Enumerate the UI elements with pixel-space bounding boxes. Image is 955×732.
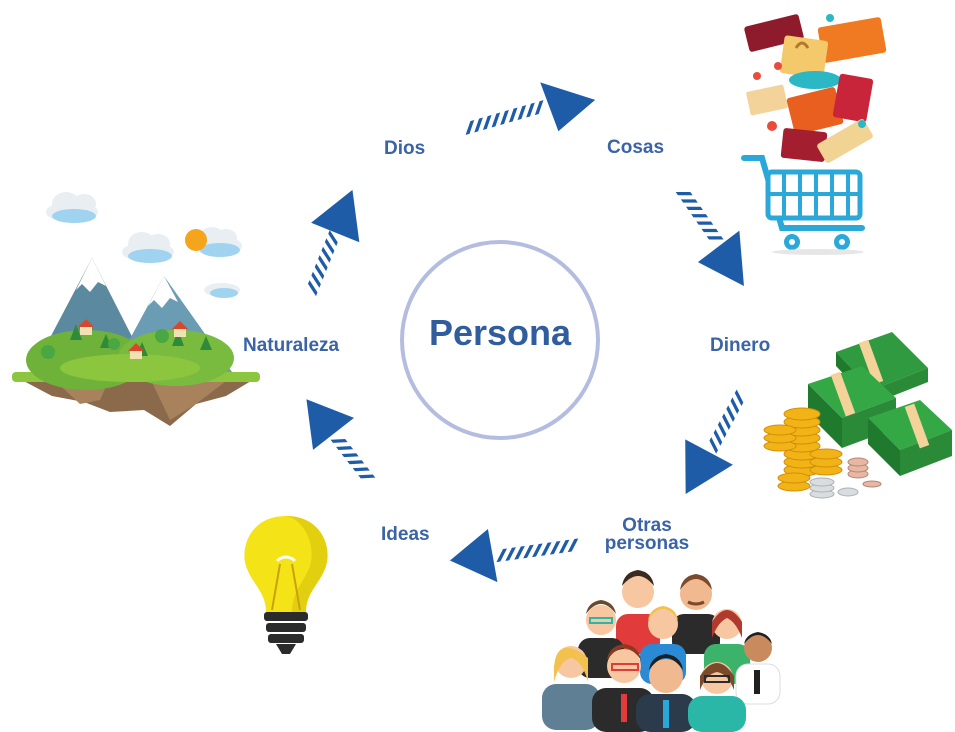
- node-label-ideas: Ideas: [381, 524, 430, 545]
- arrow-dinero-otras: [685, 389, 744, 494]
- arrow-naturaleza-dios: [308, 189, 360, 297]
- node-label-naturaleza: Naturaleza: [243, 335, 340, 356]
- node-label-dios: Dios: [384, 138, 426, 159]
- node-label-otras-line2: personas: [604, 533, 690, 554]
- node-label-dinero: Dinero: [710, 335, 771, 356]
- shopping-cart-icon: [741, 14, 887, 255]
- floating-island-icon: [12, 192, 260, 426]
- arrow-dios-cosas: [465, 82, 596, 135]
- arrow-otras-ideas: [449, 528, 579, 583]
- light-bulb-icon: [244, 516, 328, 654]
- node-label-otras-personas: Otras personas: [594, 515, 700, 554]
- money-icon: [763, 332, 952, 499]
- center-circle: [400, 240, 600, 440]
- node-label-cosas: Cosas: [607, 137, 665, 158]
- center-label: Persona: [428, 312, 572, 353]
- arrow-ideas-naturaleza: [306, 399, 376, 479]
- people-group-icon: [542, 570, 781, 732]
- node-label-otras-line1: Otras: [622, 515, 672, 536]
- arrow-cosas-dinero: [675, 192, 744, 287]
